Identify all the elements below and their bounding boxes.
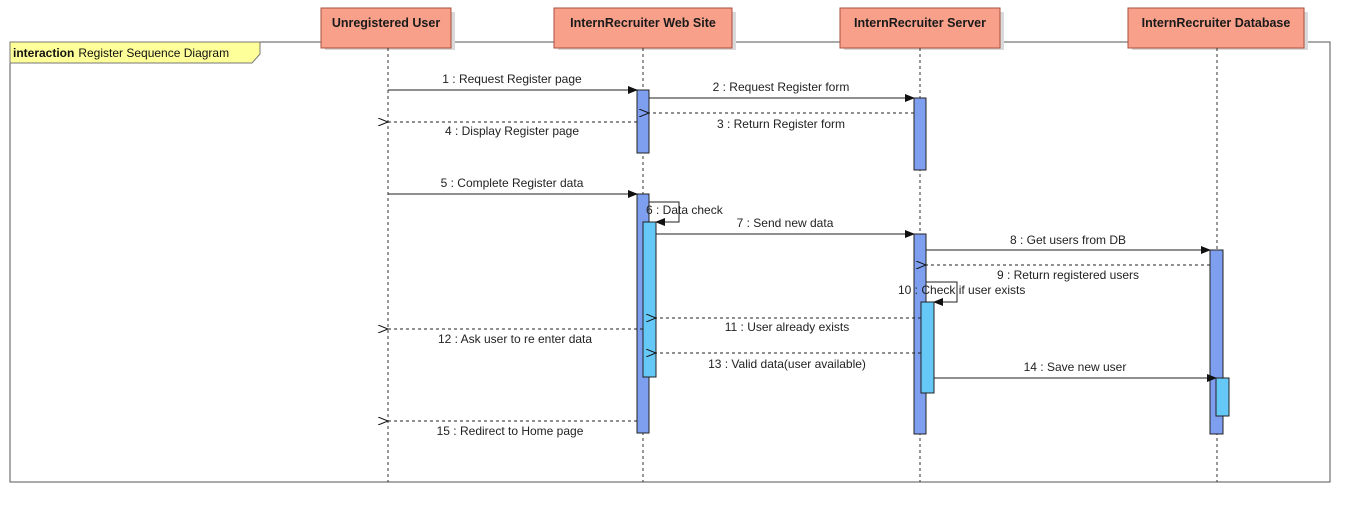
message-label: 6 : Data check (646, 203, 724, 217)
lifeline-web[interactable]: InternRecruiter Web Site (553, 7, 736, 482)
frame-tab (9, 41, 261, 64)
message-label: 10 : Check if user exists (898, 283, 1025, 297)
message-label: 3 : Return Register form (717, 117, 845, 131)
lifeline-title-server: InternRecruiter Server (854, 16, 986, 30)
lifeline-user[interactable]: Unregistered User (320, 7, 455, 482)
message-label: 7 : Send new data (737, 216, 834, 230)
message-9[interactable]: 9 : Return registered users (926, 265, 1210, 282)
message-1[interactable]: 1 : Request Register page (388, 72, 638, 94)
message-13[interactable]: 13 : Valid data(user available) (656, 353, 921, 371)
activation-server-nested[interactable] (920, 301, 935, 394)
message-label: 12 : Ask user to re enter data (438, 332, 592, 346)
message-7[interactable]: 7 : Send new data (656, 216, 915, 238)
message-label: 8 : Get users from DB (1010, 233, 1126, 247)
lifeline-head-server[interactable] (839, 7, 1001, 49)
lifeline-title-web: InternRecruiter Web Site (570, 16, 716, 30)
message-label: 2 : Request Register form (713, 80, 850, 94)
lifeline-title-user: Unregistered User (332, 16, 441, 30)
message-label: 15 : Redirect to Home page (437, 424, 584, 438)
activation-db-nested[interactable] (1215, 377, 1230, 417)
frame-label: interaction Register Sequence Diagram (13, 46, 229, 60)
message-10[interactable]: 10 : Check if user exists (898, 281, 1025, 306)
lifeline-head-user[interactable] (320, 7, 452, 49)
interaction-frame: interaction Register Sequence Diagram (9, 41, 1331, 483)
frame-name: Register Sequence Diagram (78, 46, 229, 60)
activation-web-nested[interactable] (642, 221, 657, 378)
message-15[interactable]: 15 : Redirect to Home page (388, 421, 637, 438)
message-8[interactable]: 8 : Get users from DB (926, 233, 1211, 254)
lifeline-head-web[interactable] (553, 7, 733, 49)
frame-border (9, 41, 1331, 483)
lifeline-title-db: InternRecruiter Database (1142, 16, 1291, 30)
message-label: 4 : Display Register page (445, 124, 579, 138)
message-14[interactable]: 14 : Save new user (934, 360, 1217, 382)
message-6[interactable]: 6 : Data check (646, 201, 724, 226)
activation-server-1[interactable] (913, 97, 927, 171)
activation-web-1[interactable] (636, 89, 650, 154)
message-12[interactable]: 12 : Ask user to re enter data (388, 329, 643, 346)
message-label: 1 : Request Register page (442, 72, 582, 86)
message-5[interactable]: 5 : Complete Register data (388, 176, 638, 198)
message-label: 11 : User already exists (725, 320, 850, 334)
message-label: 14 : Save new user (1024, 360, 1127, 374)
frame-keyword: interaction (13, 46, 74, 60)
message-arrow (926, 281, 958, 306)
message-11[interactable]: 11 : User already exists (656, 318, 921, 334)
message-4[interactable]: 4 : Display Register page (388, 122, 637, 138)
message-3[interactable]: 3 : Return Register form (649, 113, 914, 131)
message-label: 13 : Valid data(user available) (708, 357, 866, 371)
message-label: 5 : Complete Register data (441, 176, 584, 190)
message-arrow (649, 201, 680, 226)
message-label: 9 : Return registered users (997, 268, 1139, 282)
activations (636, 89, 1230, 435)
lifeline-head-db[interactable] (1127, 7, 1305, 49)
message-2[interactable]: 2 : Request Register form (649, 80, 915, 102)
